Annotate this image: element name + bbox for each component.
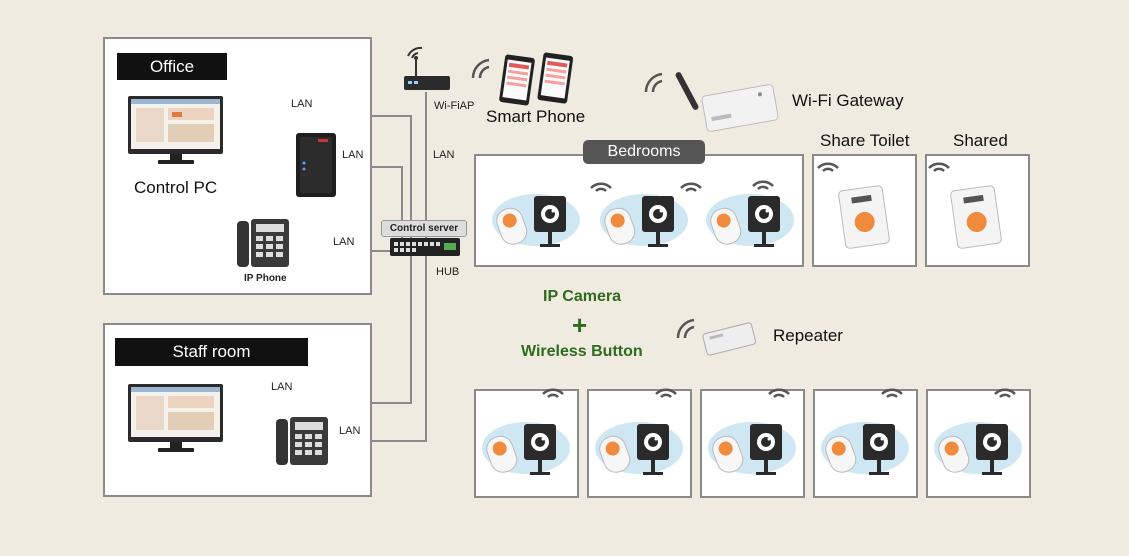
camera-and-button-icon (482, 422, 570, 475)
lan-label-ap: LAN (433, 149, 455, 161)
lan-label-nas: LAN (342, 149, 364, 161)
control-pc-label: Control PC (134, 178, 218, 197)
call-unit-icon (950, 185, 1002, 249)
wireless-button-label: Wireless Button (521, 343, 643, 360)
wifi-signal-icon (752, 180, 774, 190)
hub-label: HUB (436, 266, 460, 278)
wifi-signal-icon (655, 388, 677, 398)
repeater-icon (702, 322, 757, 356)
staff-room-title: Staff room (115, 338, 308, 366)
vertical-cable-2 (401, 166, 403, 246)
wifi-signal-icon-repeater (676, 318, 695, 339)
camera-and-button-icon (708, 422, 796, 475)
bedroom-camera-button-2[interactable] (598, 190, 688, 260)
plus-sign: + (572, 310, 588, 340)
hub-switch-icon (390, 238, 460, 256)
repeater-label: Repeater (773, 326, 843, 345)
wifi-gateway-icon (675, 72, 779, 132)
shared-label: Shared (953, 131, 1008, 150)
shared-call-unit[interactable] (948, 184, 1004, 255)
room-camera-button-1[interactable] (480, 418, 570, 488)
wifi-signal-icon (542, 388, 564, 398)
lan-cable-staff-phone (330, 440, 426, 442)
wifi-ap-label: Wi-FiAP (434, 100, 475, 112)
camera-and-button-icon (600, 194, 688, 247)
wifi-signal-icon (928, 162, 950, 172)
staff-phone-icon[interactable] (276, 417, 330, 467)
wifi-signal-icon (680, 182, 702, 192)
lan-label-phone: LAN (333, 236, 355, 248)
vertical-cable-1 (410, 115, 412, 404)
wifi-signal-icon (590, 182, 612, 192)
ip-phone-icon[interactable] (237, 219, 291, 269)
office-title: Office (117, 53, 227, 80)
wifi-ap-router-icon (404, 46, 450, 90)
smart-phone-label: Smart Phone (486, 107, 586, 126)
bedroom-camera-button-3[interactable] (704, 190, 794, 260)
camera-and-button-icon (934, 422, 1022, 475)
vertical-cable-3 (425, 92, 427, 442)
share-toilet-box (812, 154, 917, 267)
wifi-signal-icon-gateway (644, 72, 663, 93)
control-pc-monitor-icon[interactable] (128, 96, 224, 168)
camera-and-button-icon (492, 194, 580, 247)
lan-label-pc: LAN (291, 98, 313, 110)
camera-and-button-icon (595, 422, 683, 475)
staff-pc-monitor-icon[interactable] (128, 384, 224, 456)
room-camera-button-4[interactable] (819, 418, 909, 488)
room-camera-button-5[interactable] (932, 418, 1022, 488)
wifi-signal-icon (881, 388, 903, 398)
bedrooms-title: Bedrooms (583, 140, 705, 164)
smart-phone-icon (499, 52, 574, 106)
wifi-signal-icon (817, 162, 839, 172)
lan-label-staff-pc: LAN (271, 381, 293, 393)
camera-and-button-icon (821, 422, 909, 475)
wifi-gateway-label: Wi-Fi Gateway (792, 91, 904, 110)
bedroom-camera-button-1[interactable] (490, 190, 580, 260)
lan-label-staff-phone: LAN (339, 425, 361, 437)
call-unit-icon (838, 185, 890, 249)
room-camera-button-3[interactable] (706, 418, 796, 488)
ip-phone-label: IP Phone (244, 273, 287, 284)
control-server-label: Control server (381, 220, 467, 237)
wifi-signal-icon-phone (471, 58, 490, 79)
wifi-signal-icon (994, 388, 1016, 398)
share-toilet-label: Share Toilet (820, 131, 910, 150)
nas-server-icon (296, 133, 336, 197)
ip-camera-label: IP Camera (543, 288, 621, 305)
share-toilet-call-unit[interactable] (836, 184, 892, 255)
wifi-signal-icon (768, 388, 790, 398)
room-camera-button-2[interactable] (593, 418, 683, 488)
camera-and-button-icon (706, 194, 794, 247)
